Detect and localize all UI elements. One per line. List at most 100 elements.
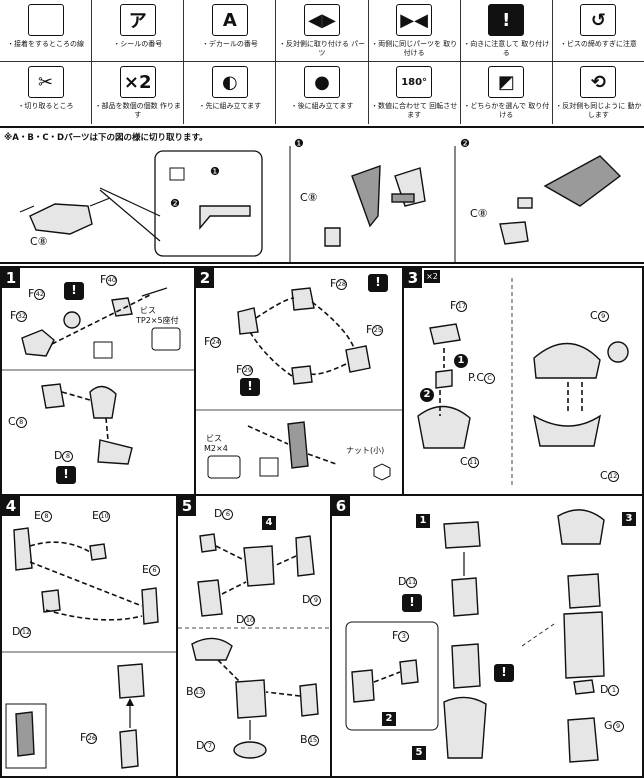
label-f28: F28 bbox=[330, 277, 348, 290]
legend-cell-choose: ◩・どちらかを選んで 取り付ける bbox=[461, 62, 553, 124]
legend-cell-movable: ⟲ ・反対側も同じように 動かします bbox=[553, 62, 644, 124]
head-assembly-shape bbox=[443, 521, 481, 549]
b13-part-shape bbox=[191, 637, 233, 661]
step-number: 5 bbox=[178, 496, 196, 516]
runner-gate-lines bbox=[19, 197, 111, 213]
label-d12: D12 bbox=[12, 625, 32, 638]
step2-part bbox=[499, 221, 529, 245]
d9-part-shape bbox=[295, 535, 315, 577]
blade-icon bbox=[27, 4, 64, 36]
decal-icon: A bbox=[211, 4, 248, 36]
d11-part-shape bbox=[451, 577, 479, 617]
legend-cell-screw: ↺・ビスの締めすぎに注意 bbox=[553, 0, 644, 61]
step-ref-5: 5 bbox=[412, 746, 426, 760]
step-marker-1: 1 bbox=[454, 354, 468, 368]
label-f25: F25 bbox=[366, 323, 384, 336]
divider bbox=[521, 623, 555, 647]
flip-arrows-icon: ◀▶ bbox=[303, 4, 340, 36]
legend-caption: ・反対側も同じように 動かします bbox=[555, 102, 642, 119]
step-number: 1 bbox=[2, 268, 20, 288]
label-screw-spec: M2×4 bbox=[204, 444, 228, 453]
label-f26: F26 bbox=[80, 731, 98, 744]
legend-panel: ・接着をするところの線 ア・シールの番号 A・デカールの番号 ◀▶・反対側に取り… bbox=[0, 0, 644, 128]
legend-caption: ・数値に合わせて 回転させます bbox=[371, 102, 458, 119]
step1-part bbox=[324, 227, 341, 247]
poly-cap-shape bbox=[435, 369, 453, 389]
assembly-dash bbox=[567, 382, 583, 412]
f40-part-shape bbox=[111, 297, 133, 317]
torso-part-shape bbox=[243, 545, 275, 587]
d7-part-shape bbox=[233, 741, 267, 759]
legend-caption: ・部品を数個の個数 作ります bbox=[94, 102, 181, 119]
body-part-shape bbox=[235, 679, 267, 719]
f42-part-shape bbox=[63, 311, 81, 329]
f29-part-shape bbox=[291, 365, 313, 385]
label-f40: F40 bbox=[100, 273, 118, 286]
c12-part-shape bbox=[533, 414, 602, 447]
step-4-illustration bbox=[2, 527, 176, 769]
b15-part-shape bbox=[299, 683, 319, 717]
cut-gate-piece bbox=[391, 193, 415, 203]
legend-caption: ・先に組み立てます bbox=[198, 102, 262, 110]
legend-cell-later: ●・後に組み立てます bbox=[276, 62, 369, 124]
step-5-illustration bbox=[178, 533, 330, 759]
legend-caption: ・両側に同じパーツを 取り付ける bbox=[371, 40, 458, 57]
cut-part-left: C⑧ bbox=[300, 191, 318, 204]
label-nut: ナット(小) bbox=[346, 446, 385, 455]
legend-caption: ・デカールの番号 bbox=[201, 40, 258, 48]
leg-part-shape bbox=[287, 421, 309, 469]
label-f32: F32 bbox=[10, 309, 28, 322]
step-1-illustration bbox=[2, 287, 194, 465]
torso-shape bbox=[567, 573, 601, 609]
forearm-part-shape bbox=[97, 439, 133, 465]
cut-step-b-panel: ❷ bbox=[460, 137, 470, 150]
legend-caption: ・接着をするところの線 bbox=[7, 40, 85, 48]
caution-icon: ! bbox=[64, 282, 84, 300]
label-c11: C11 bbox=[460, 455, 479, 468]
inset-part-shape bbox=[15, 711, 35, 757]
label-f29: F29 bbox=[236, 363, 254, 376]
caution-icon: ! bbox=[56, 466, 76, 484]
legend-caption: ・向きに注意して 取り付ける bbox=[463, 40, 550, 57]
legend-cell-flip: ◀▶・反対側に取り付ける パーツ bbox=[276, 0, 369, 61]
nipper-finish bbox=[543, 155, 622, 207]
legend-cell-rotate: 180° ・数値に合わせて 回転させます bbox=[369, 62, 461, 124]
leg-assembly-shape bbox=[443, 696, 487, 759]
caution-icon: ! bbox=[494, 664, 514, 682]
f25-part-shape bbox=[345, 345, 371, 373]
torso-assembly-shape bbox=[451, 643, 481, 689]
screw-tighten-icon: ↺ bbox=[580, 4, 617, 36]
caution-icon: ! bbox=[368, 274, 388, 292]
legend-cell-caution: !・向きに注意して 取り付ける bbox=[461, 0, 553, 61]
step-3-illustration bbox=[417, 278, 629, 488]
movable-icon: ⟲ bbox=[580, 66, 617, 98]
legend-caption: ・シールの番号 bbox=[113, 40, 163, 48]
multiply-badge: ×2 bbox=[424, 270, 440, 283]
step-ref-3: 3 bbox=[622, 512, 636, 526]
legend-cell-cut: ✂・切り取るところ bbox=[0, 62, 93, 124]
label-d11: D11 bbox=[398, 575, 418, 588]
cut-step-b: ❷ bbox=[170, 197, 180, 210]
screw-tighten-mini-icon bbox=[259, 457, 279, 477]
trimmed-nub bbox=[517, 197, 533, 209]
runner-part-shape bbox=[29, 203, 93, 235]
cutting-note: ※A・B・C・Dパーツは下の図の様に切り取ります。 bbox=[4, 133, 208, 143]
fit-first-icon: ◐ bbox=[211, 66, 248, 98]
rotate-180-icon: 180° bbox=[396, 66, 433, 98]
step-marker-2: 2 bbox=[420, 388, 434, 402]
arm-shape bbox=[351, 669, 375, 703]
legend-cell-same: ▶◀・両側に同じパーツを 取り付ける bbox=[369, 0, 461, 61]
step-2-panel: 2 F28 ! F25 F24 F29 ! ビス M2×4 ナット(小) bbox=[194, 266, 404, 496]
assembly-dash bbox=[29, 541, 143, 621]
label-screw: ビス bbox=[206, 434, 222, 443]
